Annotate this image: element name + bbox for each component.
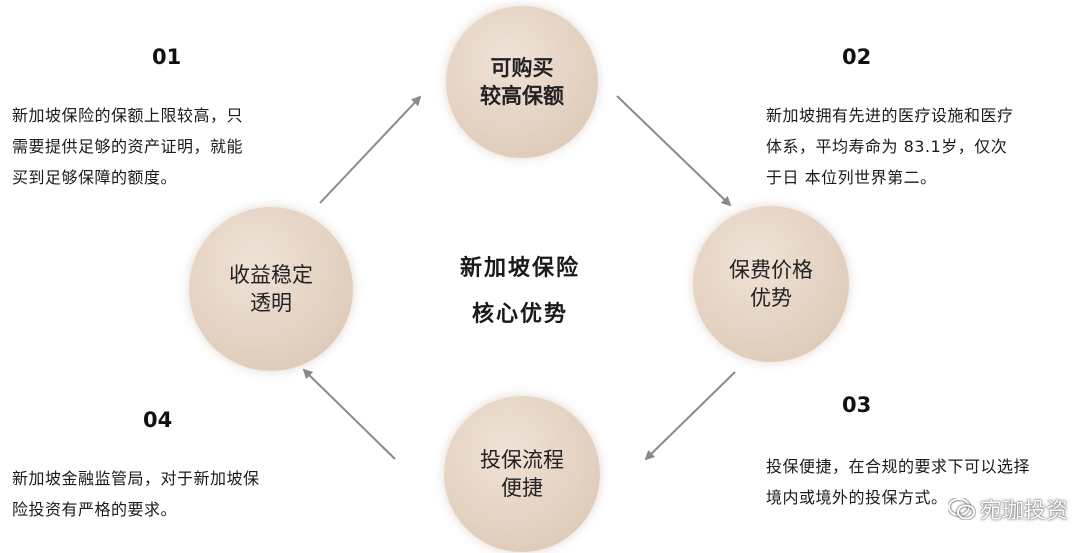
watermark: 宛珈投资 [947,493,1068,525]
node-bottom-label: 投保流程 便捷 [480,448,564,500]
center-title-line1: 新加坡保险 [459,256,580,281]
node-top-label: 可购买 较高保额 [480,56,564,108]
node-bottom: 投保流程 便捷 [444,396,600,552]
point-03-text: 投保便捷，在合规的要求下可以选择 境内或境外的投保方式。 [766,457,1031,507]
point-03-number: 03 [842,393,872,417]
point-02-text: 新加坡拥有先进的医疗设施和医疗 体系，平均寿命为 83.1岁，仅次 于日 本位列… [766,106,1014,187]
arrow-left-to-top [319,95,422,204]
arrow-right-to-bottom [644,371,736,461]
arrow-top-to-right [616,95,732,207]
watermark-text: 宛珈投资 [979,499,1068,524]
node-left: 收益稳定 透明 [189,207,353,371]
point-01-number: 01 [152,45,182,69]
arrow-bottom-to-left [302,368,396,460]
center-title-line2: 核心优势 [471,302,568,327]
node-top: 可购买 较高保额 [446,6,598,158]
point-02-number: 02 [842,45,872,69]
point-01-text: 新加坡保险的保额上限较高，只 需要提供足够的资产证明，就能 买到足够保障的额度。 [12,106,244,187]
point-04-number: 04 [143,408,173,432]
node-right-label: 保费价格 优势 [729,258,813,310]
center-title: 新加坡保险 核心优势 [440,250,600,328]
node-left-label: 收益稳定 透明 [229,263,313,315]
wechat-icon [947,498,975,520]
point-04-text: 新加坡金融监管局，对于新加坡保 险投资有严格的要求。 [12,469,260,519]
node-right: 保费价格 优势 [693,206,849,362]
